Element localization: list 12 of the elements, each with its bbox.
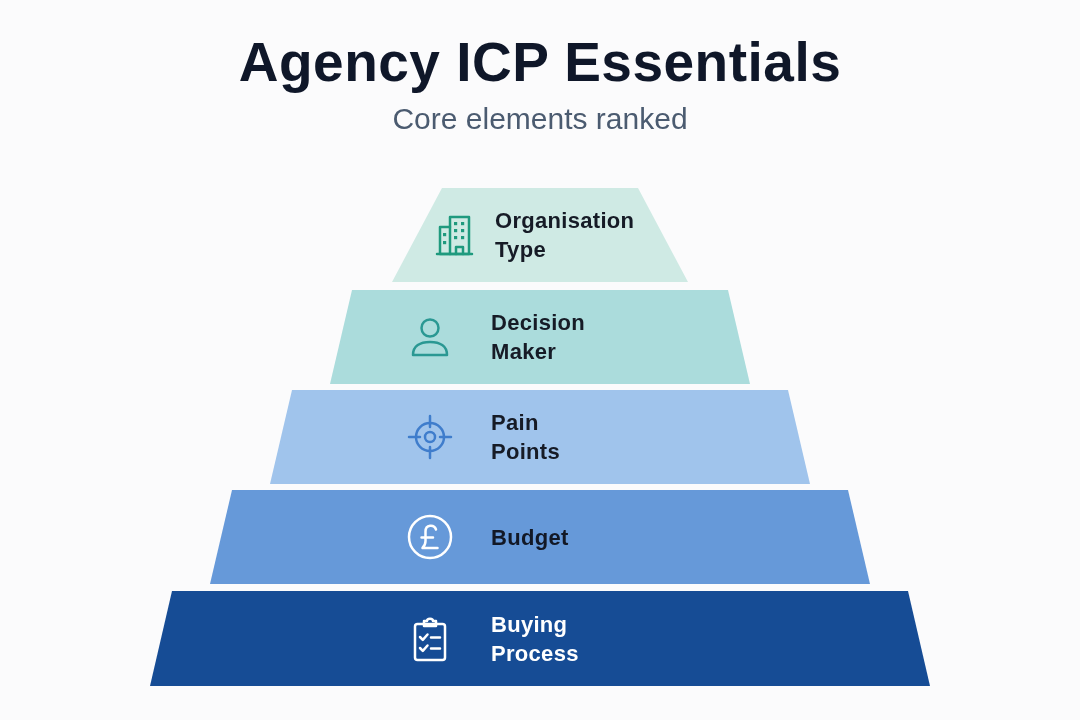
pyramid-tier	[392, 188, 688, 282]
tier-label: Budget	[491, 523, 569, 552]
tier-label: Pain Points	[491, 409, 561, 466]
pyramid-tier	[150, 591, 930, 686]
tier-label: Buying Process	[491, 610, 579, 668]
tier-label: Decision Maker	[491, 309, 586, 366]
tier-label: Organisation Type	[495, 207, 635, 264]
pyramid-tier	[330, 290, 750, 384]
pyramid-tier	[210, 490, 870, 584]
subtitle: Core elements ranked	[392, 101, 688, 137]
pyramid-tier	[270, 390, 810, 484]
title: Agency ICP Essentials	[238, 30, 842, 94]
